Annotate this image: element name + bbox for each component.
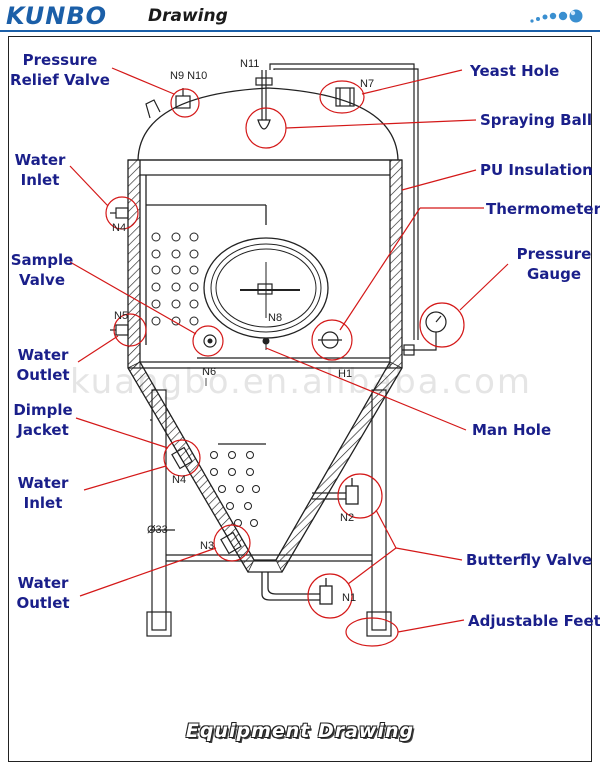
header-rule xyxy=(0,30,600,32)
nozzle-n3: N3 xyxy=(200,540,215,552)
label-pressure-gauge: Pressure Gauge xyxy=(516,245,592,283)
nozzle-n6: N6 xyxy=(202,366,217,378)
header: KUNBO Drawing xyxy=(0,0,600,32)
nozzle-n2: N2 xyxy=(340,512,355,524)
dimple-jacket-upper xyxy=(151,232,199,326)
nozzle-n4-top: N4 xyxy=(112,222,127,234)
label-pu-insulation: PU Insulation xyxy=(480,161,593,179)
sample-valve xyxy=(203,334,217,348)
dimension-d33: Ø33 xyxy=(147,524,168,536)
label-yeast-hole: Yeast Hole xyxy=(470,62,560,80)
yeast-hole-pipe xyxy=(269,63,419,340)
section-title: Drawing xyxy=(148,6,228,26)
spraying-ball xyxy=(255,70,273,130)
label-man-hole: Man Hole xyxy=(472,421,552,439)
pu-insulation-hatch xyxy=(127,159,403,573)
thermometer xyxy=(318,331,342,349)
label-water-inlet-top: Water Inlet xyxy=(14,151,66,189)
label-butterfly-valve: Butterfly Valve xyxy=(466,551,593,569)
footer-title: Equipment Drawing xyxy=(185,720,415,742)
label-dimple-jacket: Dimple Jacket xyxy=(13,401,73,439)
label-water-outlet-bottom: Water Outlet xyxy=(16,574,70,612)
butterfly-valves xyxy=(261,478,359,605)
nozzle-n8: N8 xyxy=(268,312,283,324)
nozzle-h1: H1 xyxy=(338,368,353,380)
nozzle-n5: N5 xyxy=(114,310,129,322)
pressure-gauge xyxy=(402,311,447,356)
man-hole xyxy=(203,237,329,350)
nozzle-n11: N11 xyxy=(240,58,260,70)
label-water-outlet-top: Water Outlet xyxy=(16,346,70,384)
nozzle-n9-n10: N9 N10 xyxy=(170,70,208,82)
side-valves xyxy=(110,207,242,555)
label-pressure-relief-valve: Pressure Relief Valve xyxy=(10,51,110,89)
nozzle-n1: N1 xyxy=(342,592,357,604)
pressure-relief-valve-body xyxy=(145,88,191,119)
label-adjustable-feet: Adjustable Feet xyxy=(468,612,600,630)
tank-shell xyxy=(127,87,403,573)
label-water-inlet-bottom: Water Inlet xyxy=(17,474,69,512)
label-spraying-ball: Spraying Ball xyxy=(480,111,592,129)
label-sample-valve: Sample Valve xyxy=(10,251,74,289)
brand-logo: KUNBO xyxy=(6,2,108,30)
label-thermometer: Thermometer xyxy=(486,200,600,218)
drawing-frame xyxy=(8,36,592,762)
bubbles-logo-icon xyxy=(530,9,583,23)
nozzle-n7: N7 xyxy=(360,78,375,90)
dimension-lines xyxy=(140,174,390,386)
leader-lines xyxy=(69,67,509,633)
nozzle-n4-bottom: N4 xyxy=(172,474,187,486)
footer: Equipment Drawing xyxy=(8,700,592,762)
